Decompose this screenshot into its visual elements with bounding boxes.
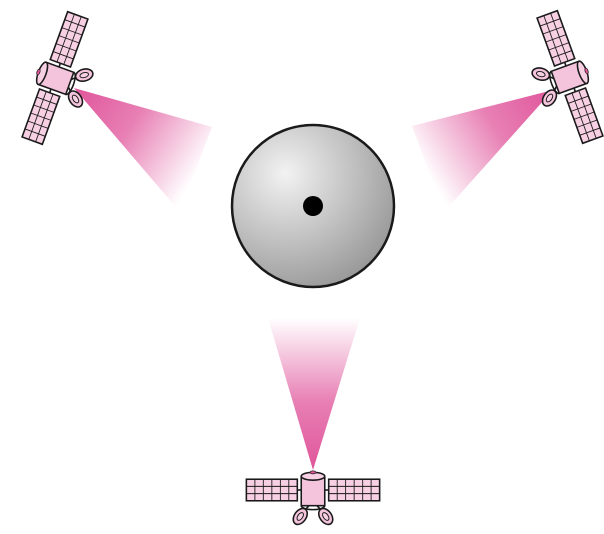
satellite-bottom [246,471,379,527]
satellite-upper-left [14,9,112,153]
satellite-upper-right [512,8,604,152]
coverage-beam-bottom [268,318,360,470]
planet-center-marker [303,196,323,216]
coverage-beam-upper-left [74,88,212,212]
planet [232,125,394,287]
coverage-beam-upper-right [412,90,553,212]
